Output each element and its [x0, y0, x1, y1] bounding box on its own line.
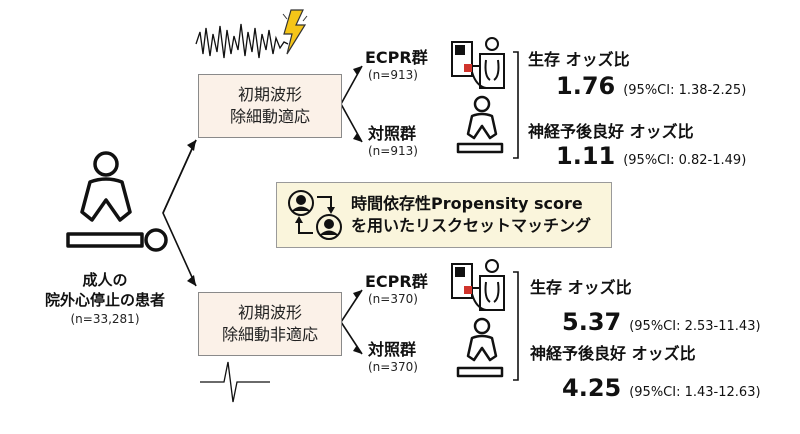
- control-cpr-icon: [456, 95, 504, 154]
- upper-control-count: (n=913): [368, 144, 418, 158]
- asystole-waveform-icon: [200, 361, 270, 403]
- patient-label-line1: 成人の: [82, 271, 128, 289]
- shockable-box-line1: 初期波形: [237, 85, 302, 104]
- lower-control-count: (n=370): [368, 360, 418, 374]
- nonshockable-box-line1: 初期波形: [237, 303, 302, 322]
- lower-survival-ci: (95%CI: 2.53-11.43): [629, 319, 761, 334]
- upper-control-label: 対照群: [368, 124, 417, 143]
- vf-waveform-icon: [195, 23, 289, 59]
- lightning-icon: [282, 9, 308, 55]
- lower-survival-result: 5.37 (95%CI: 2.53-11.43): [562, 308, 761, 336]
- shockable-rhythm-box: 初期波形 除細動適応: [198, 74, 342, 138]
- matching-method-text: 時間依存性Propensity score を用いたリスクセットマッチング: [351, 193, 591, 237]
- matching-method-box: 時間依存性Propensity score を用いたリスクセットマッチング: [276, 182, 612, 248]
- control-cpr-icon-lower: [456, 317, 504, 378]
- upper-neuro-or: 1.11: [556, 142, 616, 170]
- matching-method-line1: 時間依存性Propensity score: [351, 194, 583, 213]
- patient-count: (n=33,281): [70, 312, 140, 326]
- upper-survival-result: 1.76 (95%CI: 1.38-2.25): [556, 72, 746, 100]
- matching-method-line2: を用いたリスクセットマッチング: [351, 216, 592, 235]
- ecmo-machine-icon: [451, 37, 505, 89]
- shockable-box-line2: 除細動適応: [229, 107, 310, 126]
- upper-survival-ci: (95%CI: 1.38-2.25): [623, 83, 747, 98]
- lower-ecpr-count: (n=370): [368, 292, 418, 306]
- lower-survival-or: 5.37: [562, 308, 622, 336]
- lower-neuro-result: 4.25 (95%CI: 1.43-12.63): [562, 374, 761, 402]
- upper-survival-or: 1.76: [556, 72, 616, 100]
- nonshockable-box-line2: 除細動非適応: [221, 325, 318, 344]
- patient-label: 成人の 院外心停止の患者: [20, 270, 190, 310]
- ecmo-machine-icon-lower: [451, 259, 505, 311]
- cpr-patient-icon: [66, 151, 168, 252]
- lower-survival-label: 生存 オッズ比: [530, 278, 632, 297]
- upper-neuro-result: 1.11 (95%CI: 0.82-1.49): [556, 142, 746, 170]
- nonshockable-rhythm-box: 初期波形 除細動非適応: [198, 292, 342, 356]
- upper-survival-label: 生存 オッズ比: [528, 50, 630, 69]
- lower-neuro-label: 神経予後良好 オッズ比: [530, 344, 696, 363]
- upper-neuro-label: 神経予後良好 オッズ比: [528, 122, 694, 141]
- upper-ecpr-label: ECPR群: [365, 48, 428, 67]
- patient-label-line2: 院外心停止の患者: [44, 291, 165, 309]
- lower-control-label: 対照群: [368, 340, 417, 359]
- lower-ecpr-label: ECPR群: [365, 272, 428, 291]
- lower-neuro-ci: (95%CI: 1.43-12.63): [629, 385, 761, 400]
- matching-icon: [288, 190, 342, 240]
- upper-ecpr-count: (n=913): [368, 68, 418, 82]
- upper-neuro-ci: (95%CI: 0.82-1.49): [623, 153, 747, 168]
- lower-neuro-or: 4.25: [562, 374, 622, 402]
